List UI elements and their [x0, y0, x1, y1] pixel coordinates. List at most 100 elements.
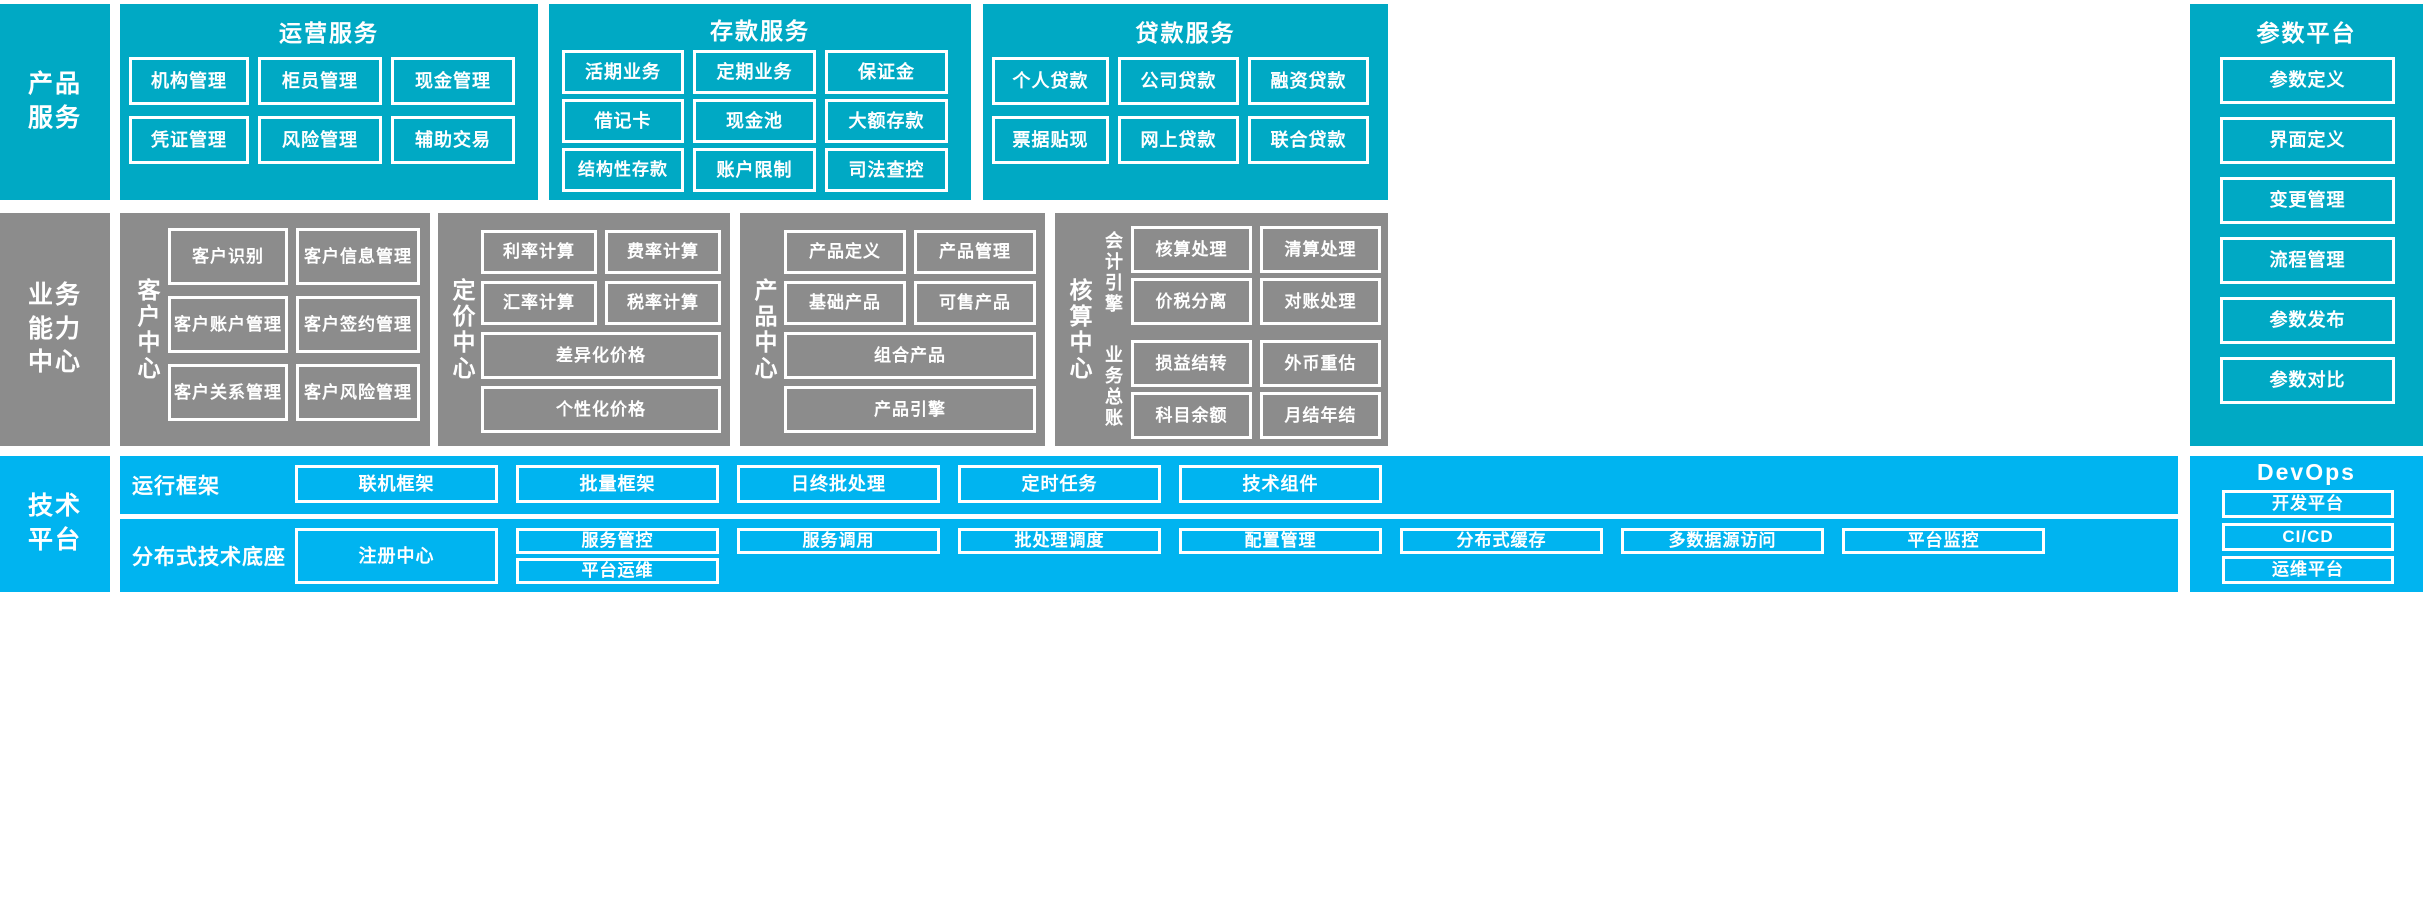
- band-label-line-2: 服务: [27, 104, 82, 132]
- distributed-base-item[interactable]: 配置管理: [1179, 528, 1382, 554]
- center-item[interactable]: 客户签约管理: [296, 296, 420, 353]
- service-item[interactable]: 活期业务: [562, 50, 684, 94]
- service-item[interactable]: 现金管理: [391, 57, 515, 105]
- band-label-line-2: 平台: [27, 526, 82, 554]
- center-item[interactable]: 客户识别: [168, 228, 288, 285]
- center-item[interactable]: 汇率计算: [481, 281, 597, 325]
- runtime-framework-item[interactable]: 批量框架: [516, 465, 719, 503]
- center-label-accounting: 核算中心: [1066, 277, 1092, 382]
- distributed-base-item[interactable]: 服务调用: [737, 528, 940, 554]
- group-title-loan-services: 贷款服务: [1135, 20, 1236, 46]
- column-parameter-platform: 参数平台 参数定义 界面定义 变更管理 流程管理 参数发布 参数对比: [2190, 4, 2423, 446]
- service-item[interactable]: 公司贷款: [1118, 57, 1239, 105]
- service-item[interactable]: 辅助交易: [391, 116, 515, 164]
- service-item[interactable]: 柜员管理: [258, 57, 382, 105]
- service-item[interactable]: 凭证管理: [129, 116, 249, 164]
- band-label-line-1: 技术: [27, 492, 82, 521]
- parameter-platform-item[interactable]: 流程管理: [2220, 237, 2395, 284]
- service-item[interactable]: 司法查控: [825, 148, 948, 192]
- center-item[interactable]: 客户关系管理: [168, 364, 288, 421]
- center-item-wide[interactable]: 产品引擎: [784, 386, 1036, 433]
- band-label-product-services: 产品 服务: [0, 4, 110, 200]
- service-item[interactable]: 定期业务: [693, 50, 816, 94]
- group-deposit-services: 存款服务 活期业务 定期业务 保证金 借记卡 现金池 大额存款 结构性存款 账户…: [549, 4, 971, 200]
- center-item[interactable]: 核算处理: [1131, 226, 1252, 273]
- service-item[interactable]: 结构性存款: [562, 148, 684, 192]
- center-item-wide[interactable]: 差异化价格: [481, 332, 721, 379]
- service-item[interactable]: 现金池: [693, 99, 816, 143]
- distributed-base-item[interactable]: 多数据源访问: [1621, 528, 1824, 554]
- center-item[interactable]: 外币重估: [1260, 340, 1381, 387]
- service-item[interactable]: 保证金: [825, 50, 948, 94]
- parameter-platform-item[interactable]: 参数定义: [2220, 57, 2395, 104]
- registry-center[interactable]: 注册中心: [295, 528, 498, 584]
- center-label-pricing: 定价中心: [449, 277, 475, 382]
- devops-item[interactable]: 运维平台: [2222, 556, 2394, 584]
- runtime-framework-item[interactable]: 联机框架: [295, 465, 498, 503]
- center-accounting: 核算中心 会计引擎 业务总账 核算处理 清算处理 价税分离 对账处理 损益结转 …: [1055, 213, 1388, 446]
- service-item[interactable]: 融资贷款: [1248, 57, 1369, 105]
- row-runtime-framework: 运行框架 联机框架 批量框架 日终批处理 定时任务 技术组件: [120, 456, 2178, 514]
- band-label-technical-platform: 技术 平台: [0, 456, 110, 592]
- group-operations-services: 运营服务 机构管理 柜员管理 现金管理 凭证管理 风险管理 辅助交易: [120, 4, 538, 200]
- service-item[interactable]: 借记卡: [562, 99, 684, 143]
- service-item[interactable]: 风险管理: [258, 116, 382, 164]
- center-item[interactable]: 客户风险管理: [296, 364, 420, 421]
- parameter-platform-item[interactable]: 参数对比: [2220, 357, 2395, 404]
- service-item[interactable]: 大额存款: [825, 99, 948, 143]
- distributed-base-item[interactable]: 平台运维: [516, 558, 719, 584]
- center-item-wide[interactable]: 个性化价格: [481, 386, 721, 433]
- subgroup-label-accounting-engine: 会计引擎: [1103, 231, 1123, 315]
- center-item[interactable]: 产品管理: [914, 230, 1036, 274]
- center-product: 产品中心 产品定义 产品管理 基础产品 可售产品 组合产品 产品引擎: [740, 213, 1045, 446]
- parameter-platform-item[interactable]: 参数发布: [2220, 297, 2395, 344]
- row-distributed-base: 分布式技术底座 注册中心 服务管控 服务调用 批处理调度 配置管理 分布式缓存 …: [120, 519, 2178, 592]
- center-item[interactable]: 月结年结: [1260, 392, 1381, 439]
- service-item[interactable]: 个人贷款: [992, 57, 1109, 105]
- row-label-runtime-framework: 运行框架: [132, 475, 220, 498]
- group-loan-services: 贷款服务 个人贷款 公司贷款 融资贷款 票据贴现 网上贷款 联合贷款: [983, 4, 1388, 200]
- parameter-platform-item[interactable]: 变更管理: [2220, 177, 2395, 224]
- center-item[interactable]: 费率计算: [605, 230, 721, 274]
- band-label-business-capability: 业务 能力 中心: [0, 213, 110, 446]
- center-item[interactable]: 利率计算: [481, 230, 597, 274]
- center-pricing: 定价中心 利率计算 费率计算 汇率计算 税率计算 差异化价格 个性化价格: [438, 213, 730, 446]
- runtime-framework-item[interactable]: 日终批处理: [737, 465, 940, 503]
- distributed-base-item[interactable]: 批处理调度: [958, 528, 1161, 554]
- distributed-base-item[interactable]: 服务管控: [516, 528, 719, 554]
- center-item[interactable]: 客户账户管理: [168, 296, 288, 353]
- service-item[interactable]: 联合贷款: [1248, 116, 1369, 164]
- group-title-deposit-services: 存款服务: [710, 18, 810, 44]
- center-item[interactable]: 税率计算: [605, 281, 721, 325]
- center-item[interactable]: 科目余额: [1131, 392, 1252, 439]
- center-item-wide[interactable]: 组合产品: [784, 332, 1036, 379]
- parameter-platform-item[interactable]: 界面定义: [2220, 117, 2395, 164]
- center-label-customer: 客户中心: [134, 277, 160, 382]
- devops-item[interactable]: CI/CD: [2222, 523, 2394, 551]
- band-label-line-1: 产品: [27, 70, 82, 99]
- group-title-operations-services: 运营服务: [279, 20, 379, 46]
- column-devops: DevOps 开发平台 CI/CD 运维平台: [2190, 456, 2423, 592]
- runtime-framework-item[interactable]: 定时任务: [958, 465, 1161, 503]
- runtime-framework-item[interactable]: 技术组件: [1179, 465, 1382, 503]
- service-item[interactable]: 账户限制: [693, 148, 816, 192]
- service-item[interactable]: 机构管理: [129, 57, 249, 105]
- center-item[interactable]: 清算处理: [1260, 226, 1381, 273]
- center-customer: 客户中心 客户识别 客户信息管理 客户账户管理 客户签约管理 客户关系管理 客户…: [120, 213, 430, 446]
- center-item[interactable]: 可售产品: [914, 281, 1036, 325]
- center-item[interactable]: 客户信息管理: [296, 228, 420, 285]
- row-label-distributed-base: 分布式技术底座: [132, 545, 286, 569]
- distributed-base-item[interactable]: 分布式缓存: [1400, 528, 1603, 554]
- center-item[interactable]: 对账处理: [1260, 278, 1381, 325]
- service-item[interactable]: 网上贷款: [1118, 116, 1239, 164]
- distributed-base-item[interactable]: 平台监控: [1842, 528, 2045, 554]
- center-item[interactable]: 损益结转: [1131, 340, 1252, 387]
- center-label-product: 产品中心: [751, 277, 777, 382]
- center-item[interactable]: 价税分离: [1131, 278, 1252, 325]
- center-item[interactable]: 基础产品: [784, 281, 906, 325]
- center-item[interactable]: 产品定义: [784, 230, 906, 274]
- devops-item[interactable]: 开发平台: [2222, 490, 2394, 518]
- band-label-line-1: 业务: [27, 280, 82, 309]
- service-item[interactable]: 票据贴现: [992, 116, 1109, 164]
